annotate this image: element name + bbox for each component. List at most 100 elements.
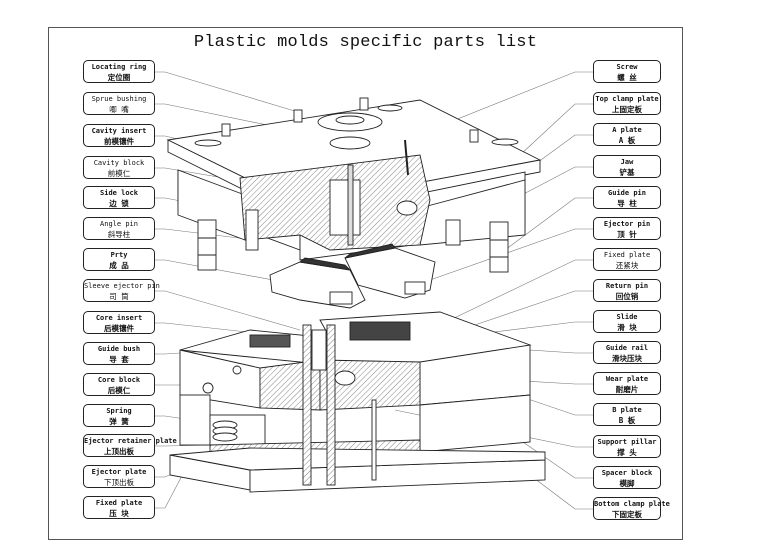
leader-line xyxy=(504,197,593,251)
label-en: Core insert xyxy=(95,314,143,322)
label-zh: 上顶出板 xyxy=(104,447,134,456)
label-en: Cavity insert xyxy=(91,127,147,135)
label-cavity-insert: Cavity insert 前模镶件 xyxy=(83,124,155,147)
label-angle-pin: Angle pin 斜导柱 xyxy=(83,217,155,240)
label-ejector-plate: Ejector plate 下顶出板 xyxy=(83,465,155,488)
label-en: Prty xyxy=(110,251,128,259)
label-zh: 司 筒 xyxy=(109,292,129,301)
label-en: A plate xyxy=(612,126,642,134)
label-zh: B 板 xyxy=(618,416,636,425)
label-spring: Spring 弹 簧 xyxy=(83,404,155,427)
label-zh: 还紧块 xyxy=(615,261,639,270)
label-zh: 下顶出板 xyxy=(104,478,134,487)
label-en: Ejector pin xyxy=(603,220,651,228)
label-en: Return pin xyxy=(605,282,649,290)
label-guide-pin: Guide pin 导 柱 xyxy=(593,186,661,209)
label-guide-rail: Guide rail 滑块压块 xyxy=(593,341,661,364)
label-en: Spacer block xyxy=(601,469,653,477)
leader-line xyxy=(155,228,256,241)
label-zh: 成 品 xyxy=(109,261,129,270)
leader-line xyxy=(519,103,593,156)
label-en: Sleeve ejector pin xyxy=(84,282,160,290)
leader-line xyxy=(469,321,593,336)
label-en: Locating ring xyxy=(91,63,147,71)
label-en: Ejector retainer plate xyxy=(84,437,177,445)
leader-line xyxy=(155,290,301,331)
label-en: Fixed plate xyxy=(95,499,143,507)
label-zh: 斜导柱 xyxy=(107,230,131,239)
label-en: Cavity block xyxy=(93,159,145,167)
label-en: Ejector plate xyxy=(91,468,147,476)
label-sleeve-ejector-pin: Sleeve ejector pin 司 筒 xyxy=(83,279,160,302)
leader-line xyxy=(524,397,593,416)
label-en: Screw xyxy=(616,63,638,71)
label-zh: 回位销 xyxy=(615,292,639,301)
guide-pin-right xyxy=(489,221,509,273)
label-en: Fixed plate xyxy=(603,251,651,259)
label-zh: 边 锁 xyxy=(109,199,129,208)
label-en: Side lock xyxy=(100,189,138,197)
leader-line xyxy=(155,259,301,286)
label-zh: 弹 簧 xyxy=(109,417,129,426)
label-en: Angle pin xyxy=(100,220,138,228)
label-zh: A 板 xyxy=(618,136,636,145)
label-zh: 撑 头 xyxy=(617,448,637,457)
drawing-frame xyxy=(48,27,683,540)
guide-pin-left xyxy=(197,219,217,271)
label-en: Guide rail xyxy=(605,344,649,352)
label-zh: 耐磨片 xyxy=(615,385,639,394)
label-zh: 滑块压块 xyxy=(612,354,642,363)
label-locating-ring: Locating ring 定位圈 xyxy=(83,60,155,83)
label-zh: 定位圈 xyxy=(107,73,131,82)
label-zh: 前模镶件 xyxy=(104,137,134,146)
label-fixed-plate-left: Fixed plate 压 块 xyxy=(83,496,155,519)
label-zh: 压 块 xyxy=(109,509,129,518)
label-en: Jaw xyxy=(620,158,634,166)
label-b-plate: B plate B 板 xyxy=(593,403,661,426)
bottom-mold-half xyxy=(169,311,546,493)
label-en: Spring xyxy=(106,407,132,415)
leader-line xyxy=(429,228,593,281)
diagram-title: Plastic molds specific parts list xyxy=(193,33,538,52)
label-return-pin: Return pin 回位销 xyxy=(593,279,661,302)
leader-line xyxy=(155,71,299,113)
label-zh: 螺 丝 xyxy=(617,73,637,82)
label-zh: 导 柱 xyxy=(617,199,637,208)
label-a-plate: A plate A 板 xyxy=(593,123,661,146)
leader-line xyxy=(459,290,593,331)
label-top-clamp-plate: Top clamp plate 上固定板 xyxy=(593,92,661,115)
leader-line xyxy=(155,469,186,509)
label-bottom-clamp-plate: Bottom clamp plate 下固定板 xyxy=(593,497,670,520)
label-en: Guide pin xyxy=(608,189,646,197)
label-fixed-plate-right: Fixed plate 还紧块 xyxy=(593,248,661,271)
label-zh: 下固定板 xyxy=(612,510,642,519)
label-en: Top clamp plate xyxy=(595,95,659,103)
label-zh: 铲基 xyxy=(619,168,635,177)
molded-parts xyxy=(269,243,436,309)
label-screw: Screw 螺 丝 xyxy=(593,60,661,83)
label-zh: 导 套 xyxy=(109,355,129,364)
top-mold-half xyxy=(166,97,542,273)
label-jaw: Jaw 铲基 xyxy=(593,155,661,178)
label-zh: 模脚 xyxy=(619,479,635,488)
label-en: Bottom clamp plate xyxy=(594,500,670,508)
label-ejector-retainer-plate: Ejector retainer plate 上顶出板 xyxy=(83,434,177,457)
label-en: Guide bush xyxy=(97,345,141,353)
label-zh: 唧 嘴 xyxy=(109,105,129,114)
label-zh: 后模仁 xyxy=(107,386,131,395)
label-prty: Prty 成 品 xyxy=(83,248,155,271)
label-zh: 上固定板 xyxy=(612,105,642,114)
label-en: B plate xyxy=(612,406,642,414)
label-zh: 后模镶件 xyxy=(104,324,134,333)
leader-line xyxy=(529,474,593,510)
label-core-insert: Core insert 后模镶件 xyxy=(83,311,155,334)
label-spacer-block: Spacer block 模脚 xyxy=(593,466,661,489)
leader-line xyxy=(404,71,593,141)
